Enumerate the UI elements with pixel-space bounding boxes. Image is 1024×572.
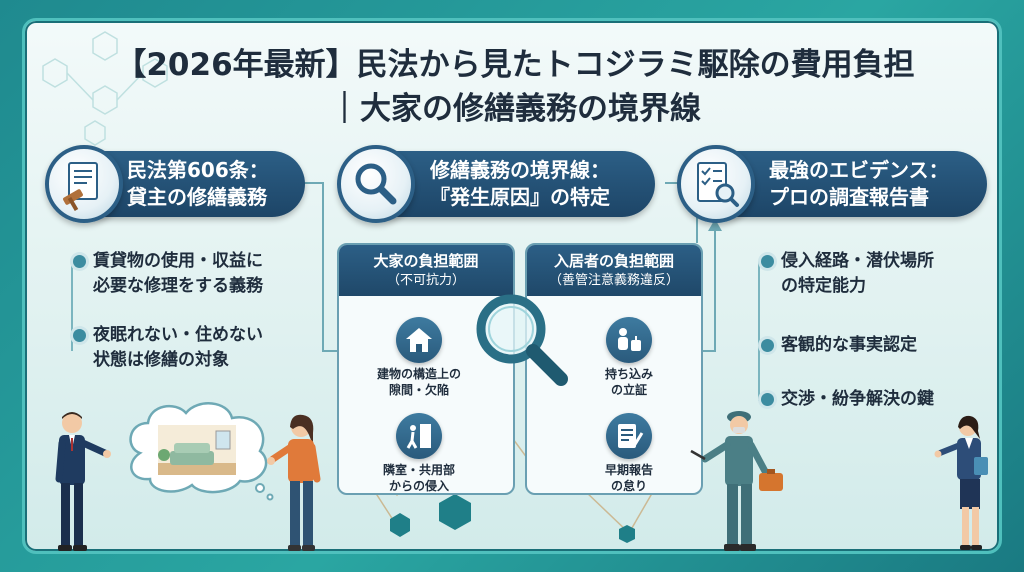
magnifier-icon [337, 145, 415, 223]
title-line-1: 【2026年最新】民法から見たトコジラミ駆除の費用負担 [115, 47, 915, 83]
landlord-box-subtitle: （不可抗力） [386, 273, 465, 288]
person-luggage-icon [606, 317, 652, 363]
document-pen-icon [606, 413, 652, 459]
consultant-woman-figure [934, 415, 988, 550]
right-bullet-2: 客観的な事実認定 [761, 333, 917, 358]
right-bullet-connector [758, 261, 760, 401]
left-bullet-1: 賃貸物の使用・収益に 必要な修理をする義務 [73, 249, 263, 299]
landlord-item-neighbor: 隣室・共用部 からの侵入 [359, 413, 479, 493]
right-bullet-1: 侵入経路・潜伏場所 の特定能力 [761, 249, 934, 299]
section-3-title-line-2: プロの調査報告書 [769, 185, 929, 209]
bullet-dot [761, 393, 774, 406]
law-book-gavel-icon [45, 145, 123, 223]
tenant-woman-figure [267, 414, 321, 551]
left-bullet-2: 夜眠れない・住めない 状態は修繕の対象 [73, 323, 263, 373]
section-2-title-line-2: 『発生原因』の特定 [430, 185, 610, 209]
bullet-dot [73, 329, 86, 342]
tenant-item-late-report: 早期報告 の怠り [569, 413, 689, 493]
landlord-item-structure: 建物の構造上の 隙間・欠陥 [359, 317, 479, 398]
landlord-responsibility-box: 大家の負担範囲 （不可抗力） 建物の構造上の 隙間・欠陥 [337, 243, 515, 495]
left-bullet-connector [71, 261, 73, 351]
living-room-thought-bubble [129, 402, 274, 501]
tenant-box-title: 入居者の負担範囲 [553, 252, 674, 270]
right-bullet-3: 交渉・紛争解決の鍵 [761, 387, 934, 412]
door-person-icon [396, 413, 442, 459]
exterminator-figure [690, 411, 783, 551]
tenant-responsibility-box: 入居者の負担範囲 （善管注意義務違反） 持ち込み の立証 [525, 243, 703, 495]
section-2-title-line-1: 修繕義務の境界線： [430, 158, 610, 182]
section-1-title-line-1: 民法第606条： [127, 158, 269, 182]
house-icon [396, 317, 442, 363]
section-3-title-line-1: 最強のエビデンス： [769, 158, 949, 182]
page-title: 【2026年最新】民法から見たトコジラミ駆除の費用負担 ｜大家の修繕義務の境界線 [25, 43, 999, 131]
title-line-2: ｜大家の修繕義務の境界線 [329, 91, 701, 127]
infographic-card: 【2026年最新】民法から見たトコジラミ駆除の費用負担 ｜大家の修繕義務の境界線… [22, 18, 1002, 554]
landlord-man-figure [55, 412, 111, 551]
landlord-box-header: 大家の負担範囲 （不可抗力） [339, 245, 513, 296]
bullet-dot [761, 255, 774, 268]
report-magnifier-icon [677, 145, 755, 223]
landlord-box-title: 大家の負担範囲 [373, 252, 479, 270]
bullet-dot [761, 339, 774, 352]
center-magnifier-icon [476, 294, 568, 386]
section-1-title-line-2: 貸主の修繕義務 [127, 185, 267, 209]
tenant-box-header: 入居者の負担範囲 （善管注意義務違反） [527, 245, 701, 296]
tenant-item-bring-in: 持ち込み の立証 [569, 317, 689, 398]
tenant-box-subtitle: （善管注意義務違反） [548, 273, 679, 288]
bullet-dot [73, 255, 86, 268]
